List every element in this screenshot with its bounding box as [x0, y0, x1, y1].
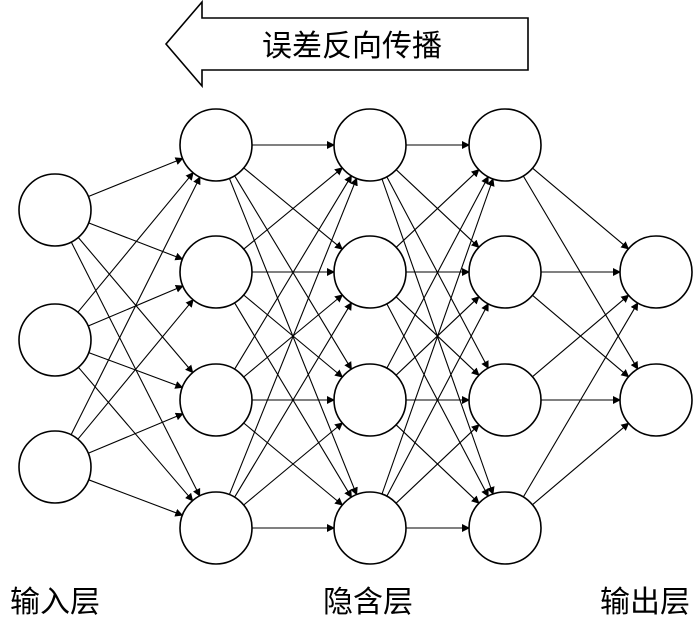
node-layer1-0 — [179, 108, 253, 182]
edge-l2n2-l3n0 — [386, 175, 489, 369]
node-layer3-0 — [468, 108, 542, 182]
node-layer0-1 — [18, 303, 92, 377]
node-layer3-3 — [468, 491, 542, 565]
edge-l2n1-l3n0 — [395, 169, 480, 248]
node-layer1-3 — [179, 491, 253, 565]
edge-l0n0-l1n1 — [88, 222, 184, 261]
edge-l0n2-l1n0 — [70, 176, 201, 436]
edge-l1n3-l2n1 — [234, 301, 352, 498]
edges — [70, 141, 639, 532]
backpropagation-arrow-icon — [164, 0, 529, 89]
edge-l0n1-l1n0 — [77, 172, 194, 313]
input-layer-label: 输入层 — [10, 585, 100, 620]
output-layer-label: 输出层 — [600, 585, 690, 620]
node-layer2-3 — [333, 491, 407, 565]
edge-l3n3-l4n0 — [522, 302, 639, 498]
edge-l1n3-l2n2 — [243, 422, 344, 506]
edge-l0n2-l1n2 — [87, 412, 184, 454]
hidden-layer-label: 隐含层 — [323, 585, 413, 620]
edge-l2n3-l3n2 — [395, 424, 480, 504]
edge-l3n2-l4n0 — [532, 294, 630, 378]
edge-l2n3-l3n0 — [381, 178, 495, 495]
edge-l0n2-l1n3 — [88, 479, 184, 517]
nodes — [18, 108, 693, 565]
node-layer0-0 — [18, 173, 92, 247]
edge-l0n2-l1n1 — [77, 299, 194, 440]
edge-l3n0-l4n0 — [532, 167, 630, 250]
node-layer2-1 — [333, 235, 407, 309]
node-layer2-2 — [333, 363, 407, 437]
edge-l1n1-l2n0 — [243, 167, 343, 250]
edge-l3n3-l4n1 — [532, 422, 630, 506]
edge-l2n3-l3n1 — [386, 302, 489, 497]
backpropagation-label: 误差反向传播 — [262, 29, 442, 64]
backpropagation-banner: 误差反向传播 — [164, 0, 529, 89]
node-layer1-1 — [179, 235, 253, 309]
node-layer0-2 — [18, 430, 92, 504]
edge-l1n2-l2n0 — [234, 174, 352, 370]
node-layer4-1 — [619, 363, 693, 437]
node-layer3-1 — [468, 235, 542, 309]
node-layer1-2 — [179, 363, 253, 437]
node-layer3-2 — [468, 363, 542, 437]
node-layer2-0 — [333, 108, 407, 182]
edge-l0n0-l1n0 — [88, 157, 184, 198]
edge-l1n3-l2n0 — [228, 177, 358, 495]
node-layer4-0 — [619, 235, 693, 309]
